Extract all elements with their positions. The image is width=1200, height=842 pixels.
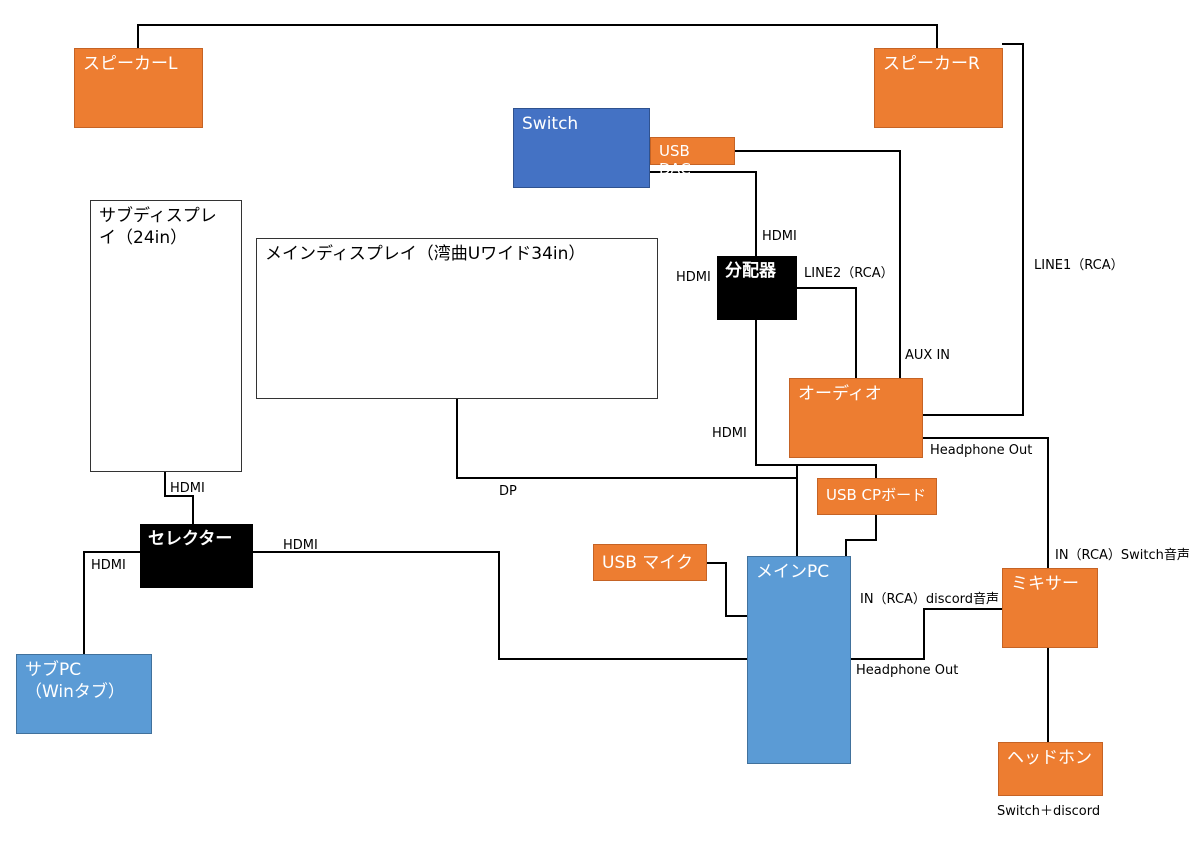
label-in-discord: IN（RCA）discord音声 <box>860 592 1000 607</box>
label-headphone-out-audio: Headphone Out <box>930 443 1033 458</box>
splitter-node: 分配器 <box>717 256 797 320</box>
usb-mic-label: USB マイク <box>602 553 693 573</box>
switch-label: Switch <box>522 114 579 134</box>
speaker-r-label: スピーカーR <box>883 54 980 74</box>
label-line2: LINE2（RCA） <box>804 266 894 281</box>
wire-splitter-audio <box>797 287 857 378</box>
wire-audio-mixer <box>923 437 1049 568</box>
audio-node: オーディオ <box>789 378 923 458</box>
label-hdmi-selector-pc: HDMI <box>283 538 318 553</box>
selector-node: セレクター <box>140 524 253 588</box>
mixer-label: ミキサー <box>1011 574 1079 594</box>
main-pc-node: メインPC <box>747 556 851 764</box>
label-hdmi-splitter-pc: HDMI <box>712 426 747 441</box>
main-display-node: メインディスプレイ（湾曲Uワイド34in） <box>256 238 658 399</box>
wire-mainpc-mixer <box>851 608 1002 660</box>
wire-subdisplay-selector <box>164 472 194 524</box>
usb-dac-label: USB DAC <box>659 142 691 178</box>
wire-maindisplay-mainpc <box>456 399 798 556</box>
main-pc-label: メインPC <box>756 562 830 582</box>
usb-cp-board-label: USB CPボード <box>826 486 927 504</box>
speaker-l-label: スピーカーL <box>83 54 178 74</box>
label-line1: LINE1（RCA） <box>1034 258 1124 273</box>
wire-usbmic-mainpc <box>707 562 747 617</box>
usb-cp-board-node: USB CPボード <box>817 478 937 515</box>
main-display-label: メインディスプレイ（湾曲Uワイド34in） <box>265 244 586 264</box>
sub-pc-node: サブPC （Winタブ） <box>16 654 152 734</box>
label-hdmi-subdisplay-selector: HDMI <box>170 481 205 496</box>
speaker-r-node: スピーカーR <box>874 48 1003 128</box>
usb-mic-node: USB マイク <box>593 544 707 581</box>
sub-display-node: サブディスプレイ（24in） <box>90 200 242 472</box>
label-switch-discord: Switch＋discord <box>997 804 1101 819</box>
sub-pc-label: サブPC （Winタブ） <box>25 660 125 702</box>
switch-node: Switch <box>513 108 650 188</box>
label-aux-in: AUX IN <box>905 348 951 363</box>
label-in-switch: IN（RCA）Switch音声 <box>1055 548 1190 563</box>
label-hdmi-switch-splitter: HDMI <box>762 229 797 244</box>
usb-dac-node: USB DAC <box>650 137 735 178</box>
speaker-l-node: スピーカーL <box>74 48 203 128</box>
wire-splitter-cpboard <box>797 464 877 478</box>
headphones-label: ヘッドホン <box>1007 748 1092 768</box>
wire-speaker-r-audio <box>923 43 1024 416</box>
wire-selector-mainpc <box>253 551 747 660</box>
label-headphone-out-pc: Headphone Out <box>856 663 959 678</box>
label-dp: DP <box>499 484 517 499</box>
wire-switch-splitter <box>650 171 757 256</box>
label-hdmi-splitter-left: HDMI <box>676 270 711 285</box>
wire-speaker-l-speaker-r <box>137 24 938 48</box>
label-hdmi-subpc-selector: HDMI <box>91 558 126 573</box>
mixer-node: ミキサー <box>1002 568 1098 648</box>
wire-usbdac-audio <box>735 150 901 378</box>
wire-cpboard-mainpc <box>845 515 877 556</box>
wire-subpc-selector <box>83 551 140 654</box>
headphones-node: ヘッドホン <box>998 742 1103 796</box>
sub-display-label: サブディスプレイ（24in） <box>99 206 217 248</box>
selector-label: セレクター <box>148 529 233 549</box>
splitter-label: 分配器 <box>725 261 776 281</box>
audio-label: オーディオ <box>798 384 882 404</box>
